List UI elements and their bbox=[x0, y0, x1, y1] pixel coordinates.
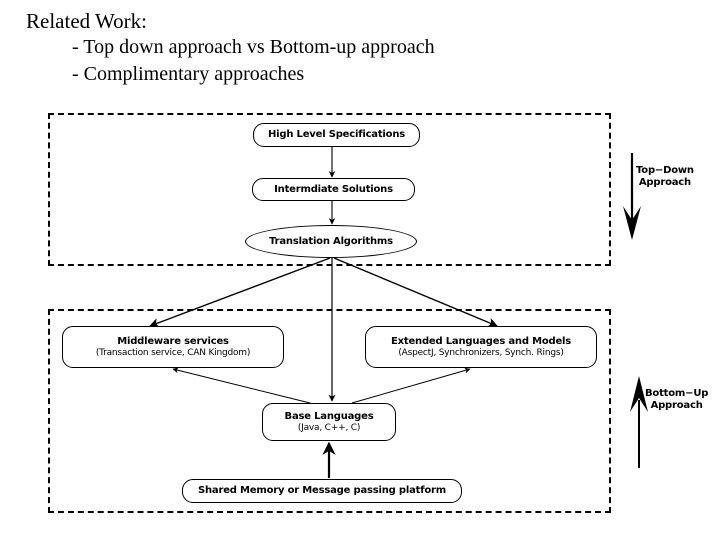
heading-bullet-2: - Complimentary approaches bbox=[72, 63, 305, 85]
heading-block: Related Work: - Top down approach vs Bot… bbox=[26, 8, 686, 88]
node-label-line1: Extended Languages and Models bbox=[390, 335, 572, 347]
node-label-line2: (AspectJ, Synchronizers, Synch. Rings) bbox=[398, 347, 564, 358]
node-label-line2: (Java, C++, C) bbox=[297, 422, 361, 433]
page-title: Related Work: bbox=[26, 9, 147, 33]
node-label-line1: Translation Algorithms bbox=[269, 235, 393, 247]
node-shared-memory-platform[interactable]: Shared Memory or Message passing platfor… bbox=[182, 479, 462, 503]
node-label-line1: Middleware services bbox=[117, 335, 229, 347]
bottom-up-label-line2: Approach bbox=[650, 400, 703, 411]
top-down-label-line2: Approach bbox=[638, 177, 691, 188]
bottom-up-label-line1: Bottom−Up bbox=[645, 388, 709, 399]
node-label-line2: (Transaction service, CAN Kingdom) bbox=[95, 347, 251, 358]
node-label-line1: High Level Specifications bbox=[267, 129, 406, 140]
top-down-approach-label: Top−Down Approach bbox=[636, 165, 694, 189]
node-label-line1: Base Languages bbox=[284, 410, 374, 422]
top-down-approach-arrowhead bbox=[623, 206, 641, 240]
heading-bullet-1: - Top down approach vs Bottom-up approac… bbox=[72, 36, 435, 58]
bottom-up-approach-label: Bottom−Up Approach bbox=[645, 388, 708, 412]
node-label-line1: Shared Memory or Message passing platfor… bbox=[198, 485, 446, 496]
node-middleware-services[interactable]: Middleware services (Transaction service… bbox=[62, 326, 284, 368]
node-high-level-specifications[interactable]: High Level Specifications bbox=[253, 123, 420, 147]
node-intermediate-solutions[interactable]: Intermdiate Solutions bbox=[252, 178, 415, 201]
node-label-line1: Intermdiate Solutions bbox=[274, 183, 393, 195]
node-extended-languages-and-models[interactable]: Extended Languages and Models (AspectJ, … bbox=[365, 326, 597, 368]
node-base-languages[interactable]: Base Languages (Java, C++, C) bbox=[262, 403, 396, 441]
node-translation-algorithms[interactable]: Translation Algorithms bbox=[245, 225, 417, 258]
top-down-label-line1: Top−Down bbox=[636, 165, 694, 176]
